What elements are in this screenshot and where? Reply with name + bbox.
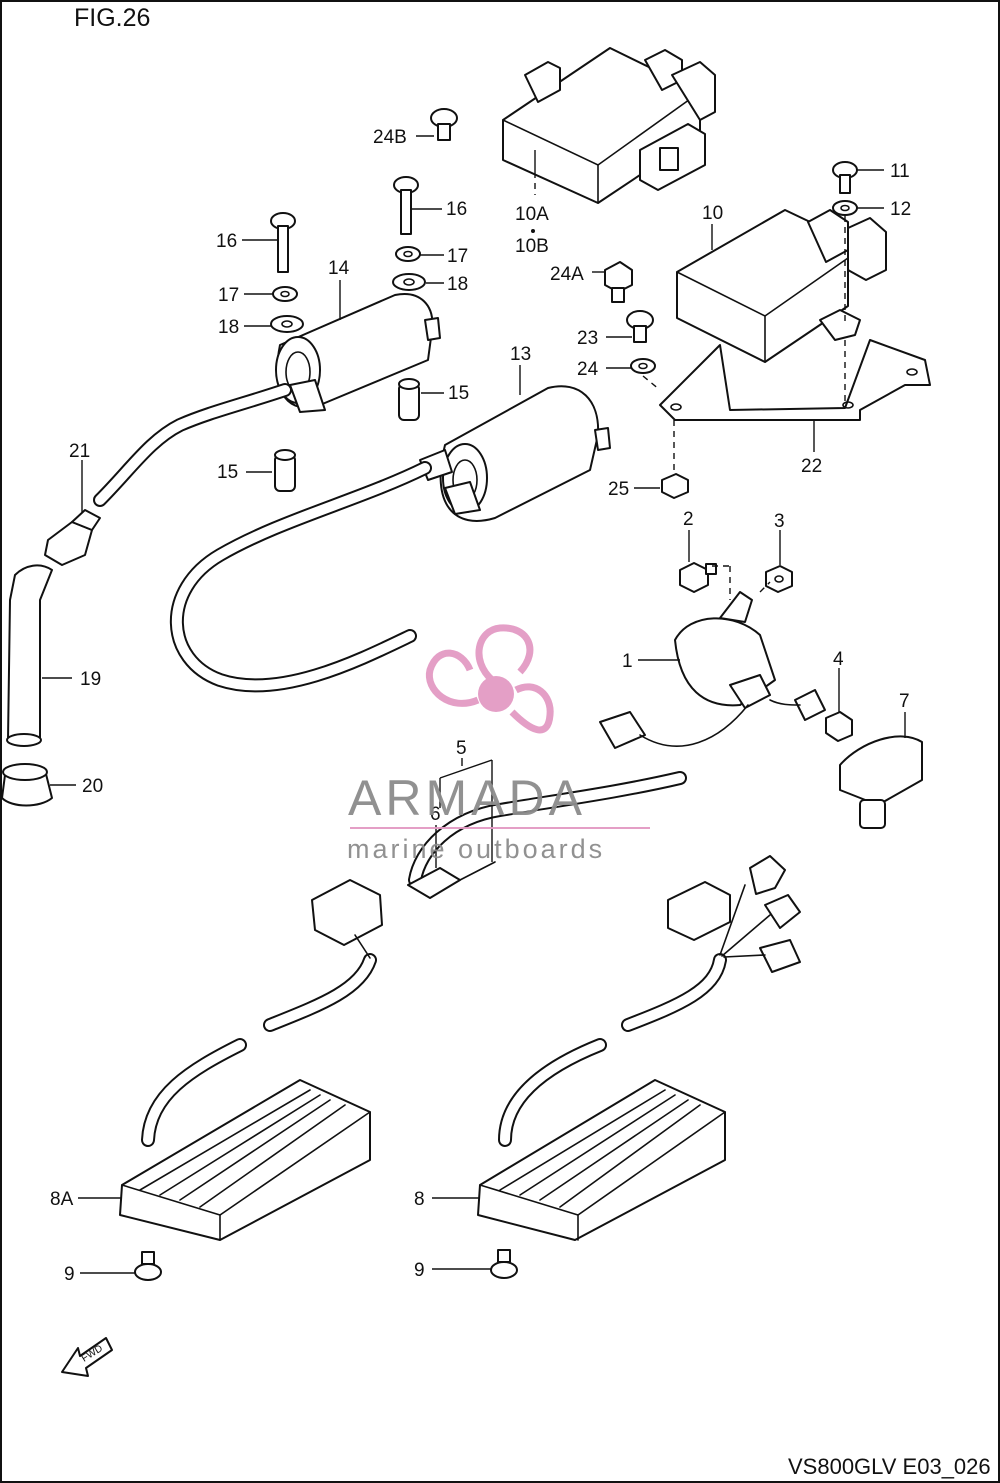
callout-24: 24	[577, 359, 599, 380]
bolt-16b[interactable]	[393, 176, 419, 235]
washer-17b[interactable]	[395, 246, 421, 262]
callout-8a: 8A	[50, 1189, 74, 1210]
cdi-unit-10[interactable]	[676, 209, 887, 363]
high-tension-lead-14	[93, 383, 292, 507]
washer-17a[interactable]	[272, 286, 298, 302]
callout-15b: 15	[217, 462, 238, 483]
callout-9a: 9	[64, 1264, 75, 1285]
callout-2: 2	[683, 509, 694, 530]
cdi-unit-10a[interactable]	[502, 47, 716, 204]
regulator-rectifier-8a[interactable]	[119, 1079, 371, 1241]
callout-12: 12	[890, 199, 911, 220]
callout-10: 10	[702, 203, 723, 224]
callout-4: 4	[833, 649, 844, 670]
callout-13: 13	[510, 344, 531, 365]
callout-18a: 18	[218, 317, 239, 338]
seal-20[interactable]	[1, 763, 53, 807]
callout-1: 1	[622, 651, 633, 672]
callout-23: 23	[577, 328, 598, 349]
callout-10a-10b-dot	[531, 229, 535, 233]
propeller-logo-icon	[425, 624, 554, 734]
callout-17a: 17	[218, 285, 239, 306]
callout-16b: 16	[446, 199, 467, 220]
collar-15b[interactable]	[274, 449, 296, 492]
regulator-harness-8a	[141, 953, 377, 1147]
callout-11: 11	[890, 161, 910, 182]
forward-arrow-icon: FWD	[61, 1337, 113, 1377]
propeller-blade-right	[509, 683, 554, 734]
callout-5: 5	[456, 738, 467, 759]
relay-connector-left[interactable]	[599, 704, 749, 749]
callout-24a: 24A	[550, 264, 584, 285]
watermark: ARMADA marine outboards	[347, 624, 650, 864]
callout-10b: 10B	[515, 236, 549, 257]
propeller-blade-left	[425, 649, 480, 707]
cap-nut-21[interactable]	[44, 509, 101, 566]
figure-code: VS800GLV E03_026	[788, 1454, 991, 1479]
callout-7: 7	[899, 691, 910, 712]
screw-11[interactable]	[832, 161, 858, 194]
callout-20: 20	[82, 776, 103, 797]
nut-25[interactable]	[661, 473, 689, 499]
nut-3[interactable]	[765, 565, 793, 593]
regulator-rectifier-8[interactable]	[477, 1079, 726, 1241]
relay-connector-right[interactable]	[769, 689, 826, 721]
collar-15a[interactable]	[398, 378, 420, 421]
callout-9b: 9	[414, 1260, 425, 1281]
ignition-coil-13[interactable]	[419, 385, 611, 522]
high-tension-lead-13	[169, 461, 432, 693]
callout-10a: 10A	[515, 204, 549, 225]
washer-12[interactable]	[832, 200, 858, 216]
screw-9b[interactable]	[490, 1249, 518, 1279]
bracket-22[interactable]	[659, 309, 931, 421]
regulator-coupler-8a[interactable]	[311, 879, 383, 959]
callout-25: 25	[608, 479, 629, 500]
bolt-23[interactable]	[626, 310, 654, 343]
washer-24[interactable]	[630, 358, 656, 374]
callout-14: 14	[328, 258, 350, 279]
relay-cover-7[interactable]	[839, 735, 923, 829]
callout-8: 8	[414, 1189, 425, 1210]
callout-3: 3	[774, 511, 785, 532]
regulator-harness-8	[498, 953, 727, 1147]
regulator-couplers-8[interactable]	[667, 855, 801, 973]
propeller-hub	[478, 676, 514, 712]
bolt-2[interactable]	[679, 562, 717, 593]
callout-18b: 18	[447, 274, 468, 295]
spark-plug-cap-19[interactable]	[6, 564, 53, 747]
watermark-brand: ARMADA	[348, 770, 586, 826]
callout-19: 19	[80, 669, 101, 690]
figure-title: FIG.26	[74, 4, 150, 32]
callout-15a: 15	[448, 383, 469, 404]
screw-9a[interactable]	[134, 1251, 162, 1281]
callout-21: 21	[69, 441, 90, 462]
propeller-blade-top	[475, 624, 534, 683]
bolt-16a[interactable]	[270, 212, 296, 273]
callout-6: 6	[430, 804, 441, 825]
ground-lead-6	[407, 861, 496, 899]
washer-18a[interactable]	[270, 315, 304, 333]
callout-16a: 16	[216, 231, 237, 252]
nut-4[interactable]	[825, 711, 853, 742]
bolt-24a[interactable]	[604, 261, 633, 303]
screw-24b[interactable]	[430, 108, 458, 141]
starter-relay-1[interactable]	[674, 591, 776, 709]
leader-lines	[42, 135, 906, 1274]
assembly-lines	[534, 172, 846, 600]
callout-22: 22	[801, 456, 822, 477]
battery-lead-5	[408, 771, 687, 887]
washer-18b[interactable]	[392, 273, 426, 291]
watermark-tagline: marine outboards	[347, 834, 605, 864]
callout-24b: 24B	[373, 127, 407, 148]
callout-17b: 17	[447, 246, 468, 267]
callout-labels: 24B 16 16 17 17 18 18 14 10A 10B 10 11 1…	[50, 127, 911, 1285]
